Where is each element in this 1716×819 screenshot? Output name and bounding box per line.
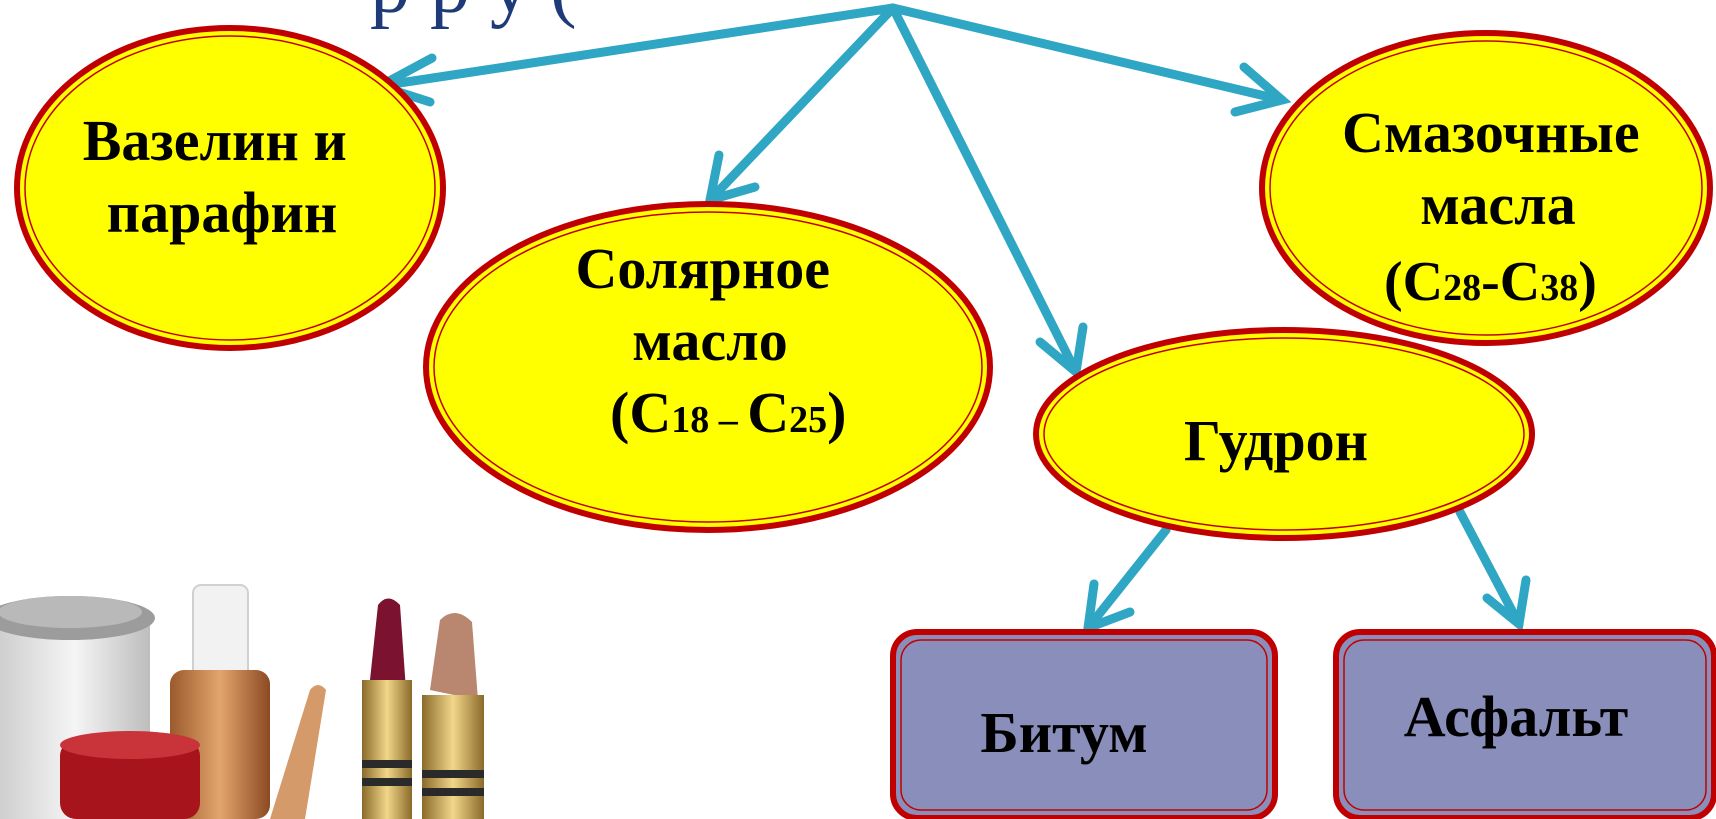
- lubricating-formula: (C28-C38): [1384, 251, 1597, 313]
- page-heading-partial: р р у (: [370, 0, 577, 30]
- arrow-to-solar: [705, 3, 898, 205]
- arrow-to-bitum: [1083, 525, 1171, 633]
- vaselin-line1: Вазелин и: [83, 108, 347, 173]
- solar-line2: масло: [632, 308, 787, 373]
- lipstick-dark-icon: [362, 598, 412, 819]
- lubricating-line2: масла: [1420, 172, 1575, 237]
- connector-arrows: [368, 3, 1531, 635]
- node-asphalt: Асфальт: [1333, 629, 1716, 819]
- svg-text:Вазелин и парафин: Вазелин и парафин: [83, 108, 362, 245]
- solar-formula: (C18 – C25): [610, 380, 846, 445]
- node-bitum: Битум: [890, 629, 1278, 819]
- node-lubricating-oils: Смазочные масла (C28-C38): [1259, 30, 1713, 346]
- nail-file-icon: [270, 685, 326, 819]
- arrow-to-asphalt: [1455, 507, 1524, 629]
- arrow-to-gudron: [888, 3, 1081, 377]
- red-polish-icon: [60, 731, 200, 819]
- arrow-to-vaselin: [375, 3, 898, 91]
- node-gudron: Гудрон: [1033, 327, 1535, 541]
- asphalt-label: Асфальт: [1404, 684, 1629, 749]
- node-vaselin: Вазелин и парафин: [14, 25, 446, 351]
- node-solar-oil: Солярное масло (C18 – C25): [423, 201, 993, 533]
- bitum-label: Битум: [980, 700, 1147, 765]
- gudron-label: Гудрон: [1184, 408, 1368, 473]
- svg-text:Солярное масло: Солярное масло: [576, 236, 845, 373]
- lubricating-line1: Смазочные: [1342, 100, 1640, 165]
- svg-text:Смазочные масла: Смазочные масла: [1342, 100, 1654, 237]
- cosmetics-photo: [0, 584, 484, 819]
- solar-line1: Солярное: [576, 236, 830, 301]
- arrow-to-lubricating: [888, 3, 1287, 105]
- vaselin-line2: парафин: [107, 180, 338, 245]
- lipstick-nude-icon: [422, 612, 484, 819]
